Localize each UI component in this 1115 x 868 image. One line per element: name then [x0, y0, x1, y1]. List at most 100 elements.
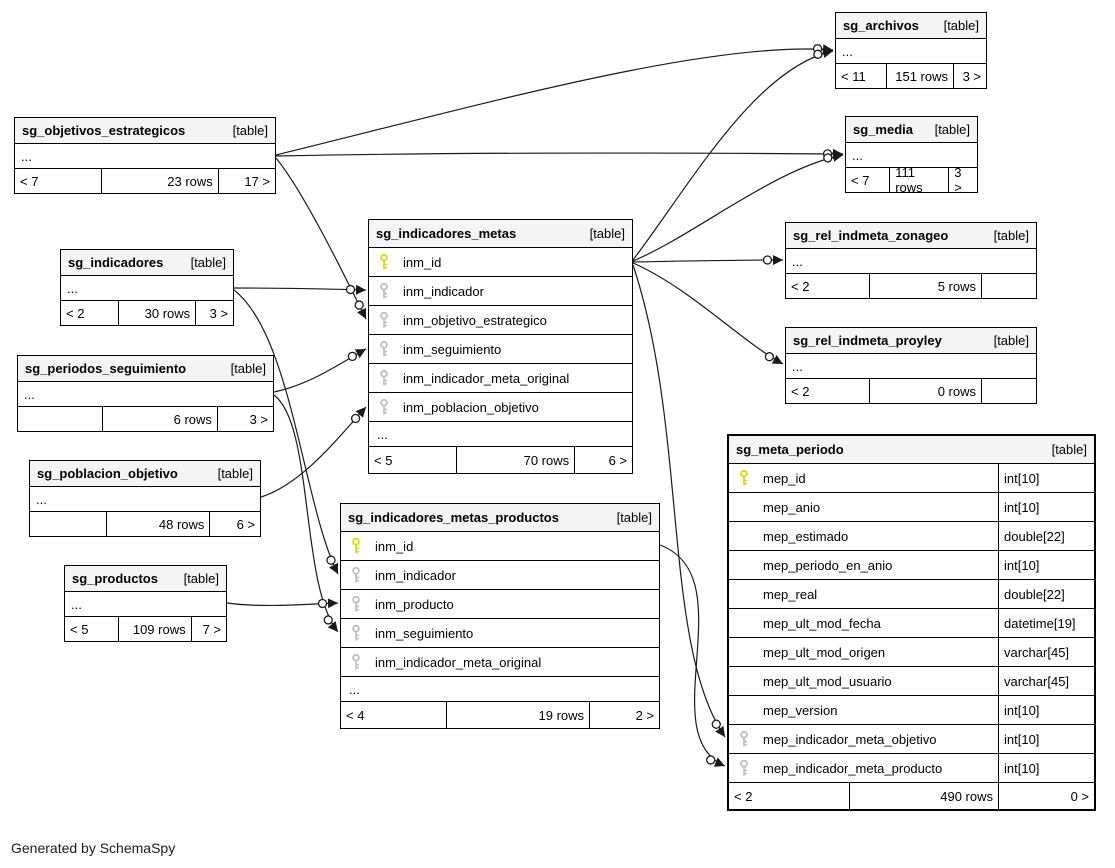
row-count: 151 rows [885, 64, 954, 88]
column-row-inm_indicador: inm_indicador [369, 277, 632, 306]
edge-sg_indicadores_metas-sg_rel_indmeta_zonageo [632, 255, 784, 266]
edge-sg_indicadores-sg_indicadores_metas [233, 284, 367, 295]
column-name: mep_ult_mod_origen [763, 644, 886, 660]
foreign-key-icon [740, 730, 748, 747]
table-name: sg_poblacion_objetivo [37, 466, 178, 481]
parent-degree [18, 407, 102, 431]
table-header[interactable]: sg_objetivos_estrategicos[table] [15, 118, 275, 144]
foreign-key-icon [352, 624, 360, 641]
row-count: 490 rows [849, 783, 998, 809]
child-degree [981, 274, 1036, 298]
column-type: varchar[45] [998, 638, 1094, 666]
column-name: mep_anio [763, 499, 821, 515]
column-row-mep_ult_mod_origen: mep_ult_mod_origen varchar[45] [729, 638, 1094, 667]
table-name: sg_archivos [843, 18, 919, 33]
columns-ellipsis: ... [786, 354, 1036, 379]
column-row-inm_id: inm_id [341, 532, 659, 561]
columns-ellipsis: ... [30, 487, 260, 512]
column-type: datetime[19] [998, 609, 1094, 637]
table-header[interactable]: sg_periodos_seguimiento[table] [18, 356, 273, 382]
table-header[interactable]: sg_media[table] [846, 117, 977, 143]
foreign-key-icon [380, 282, 388, 299]
parent-degree: < 11 [841, 68, 866, 84]
table-header[interactable]: sg_rel_indmeta_zonageo[table] [786, 223, 1036, 249]
table-header[interactable]: sg_indicadores[table] [61, 250, 233, 276]
table-header[interactable]: sg_indicadores_metas[table] [369, 220, 632, 248]
row-count: 70 rows [455, 447, 574, 473]
edge-sg_indicadores-sg_indicadores_metas_productos [233, 289, 339, 575]
parent-degree: < 2 [791, 383, 810, 399]
child-degree: 2 > [589, 702, 659, 728]
table-tag: [table] [217, 466, 253, 481]
table-header[interactable]: sg_archivos [table] [836, 13, 986, 39]
column-type: double[22] [998, 580, 1094, 608]
child-degree: 6 > [209, 512, 260, 536]
table-tag: [table] [183, 571, 219, 586]
parent-degree: < 2 [791, 278, 810, 294]
column-type: int[10] [998, 725, 1094, 753]
table-header[interactable]: sg_rel_indmeta_proyley[table] [786, 328, 1036, 354]
table-sg_indicadores_metas_productos[interactable]: sg_indicadores_metas_productos[table]inm… [340, 503, 660, 729]
column-name: inm_seguimiento [375, 625, 474, 641]
row-count: 48 rows [105, 512, 210, 536]
column-name: mep_ult_mod_fecha [763, 615, 881, 631]
child-degree: 3 > [948, 168, 977, 192]
column-type: int[10] [998, 754, 1094, 782]
table-tag: [table] [616, 510, 652, 525]
child-degree: 3 > [216, 407, 273, 431]
foreign-key-icon [352, 653, 360, 670]
column-name: mep_indicador_meta_objetivo [763, 731, 937, 747]
column-row-inm_producto: inm_producto [341, 590, 659, 619]
parent-degree: < 2 [734, 788, 753, 804]
foreign-key-icon [380, 340, 388, 357]
table-header[interactable]: sg_meta_periodo[table] [729, 436, 1094, 464]
columns-ellipsis: ... [61, 276, 233, 301]
edge-sg_objetivos_estrategicos-sg_archivos [275, 44, 834, 156]
columns-ellipsis: ... [341, 677, 659, 702]
columns-ellipsis: ... [18, 382, 273, 407]
column-type: int[10] [998, 493, 1094, 521]
column-row-inm_seguimiento: inm_seguimiento [341, 619, 659, 648]
column-row-mep_anio: mep_anio int[10] [729, 493, 1094, 522]
table-tag: [table] [993, 333, 1029, 348]
edge-sg_periodos_seguimiento-sg_indicadores_metas_productos [273, 394, 339, 633]
row-count: 19 rows [445, 702, 589, 728]
column-row-mep_indicador_meta_objetivo: mep_indicador_meta_objetivo int[10] [729, 725, 1094, 754]
table-header[interactable]: sg_indicadores_metas_productos[table] [341, 504, 659, 532]
row-count: 111 rows [889, 168, 948, 192]
edge-sg_objetivos_estrategicos-sg_indicadores_metas [275, 157, 367, 320]
column-row-inm_seguimiento: inm_seguimiento [369, 335, 632, 364]
edge-sg_objetivos_estrategicos-sg_media [275, 148, 844, 159]
column-type: int[10] [998, 551, 1094, 579]
table-header[interactable]: sg_poblacion_objetivo [table] [30, 461, 260, 487]
table-tag: [table] [943, 18, 979, 33]
table-header[interactable]: sg_productos[table] [65, 566, 226, 592]
column-name: inm_producto [375, 596, 454, 612]
column-name: inm_indicador [375, 567, 456, 583]
child-degree: 3 > [195, 301, 233, 325]
foreign-key-icon [740, 759, 748, 776]
columns-ellipsis: ... [15, 144, 275, 169]
parent-degree: < 4 [346, 707, 365, 723]
